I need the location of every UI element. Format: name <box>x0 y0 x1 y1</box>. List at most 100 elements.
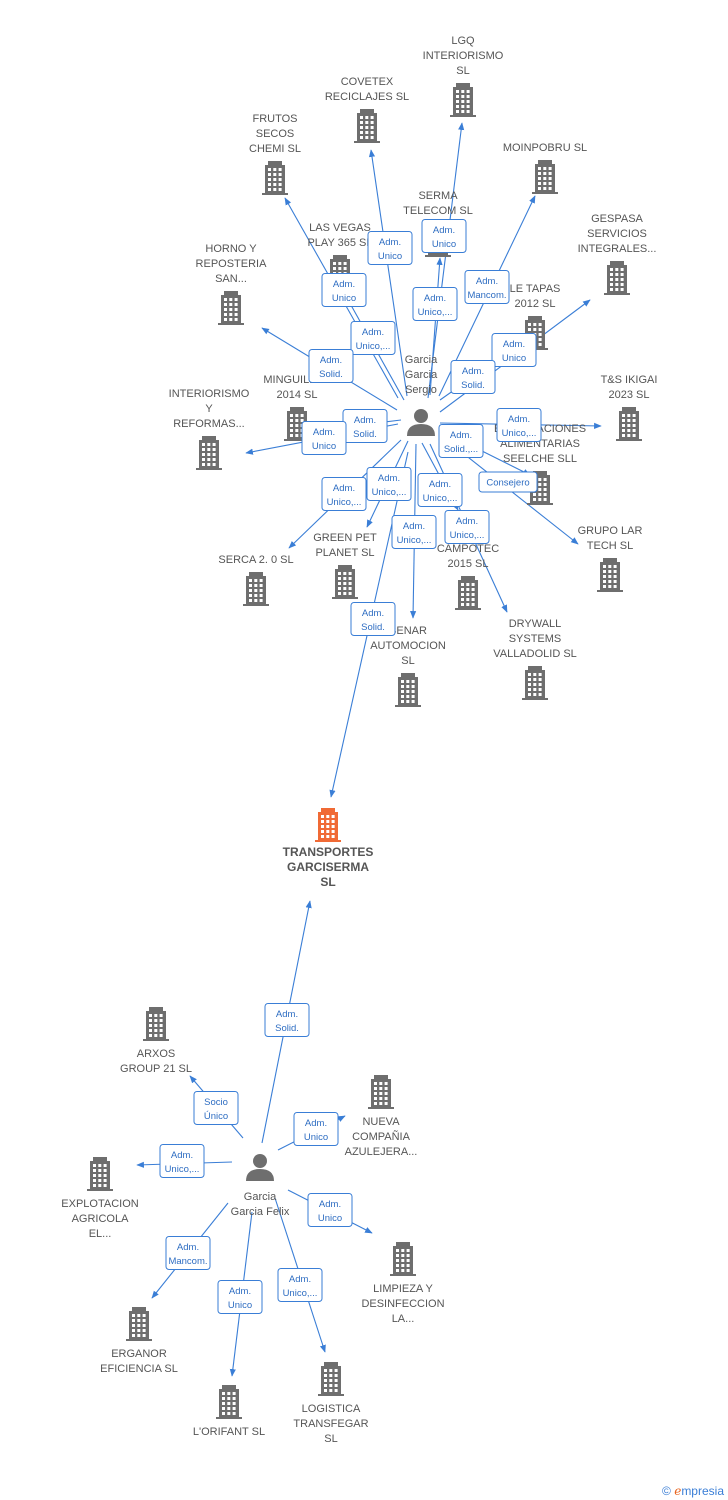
role-badge[interactable]: Adm. Unico,... <box>366 467 412 501</box>
node-label: SECOS <box>256 128 295 140</box>
node-label: LOGISTICA <box>302 1403 361 1415</box>
role-badge[interactable]: Adm.Unico <box>367 231 413 265</box>
company-node-explotacion[interactable]: EXPLOTACIONAGRICOLAEL... <box>61 1157 139 1240</box>
edge-p1-covetex <box>368 149 408 397</box>
role-badge[interactable]: Adm.Solid. <box>350 602 396 636</box>
role-badge-box <box>491 333 537 367</box>
node-label: GROUP 21 SL <box>120 1063 192 1075</box>
node-label: ARXOS <box>137 1048 176 1060</box>
role-badge-text: Adm. <box>313 427 335 438</box>
role-badge[interactable]: Adm.Unico,... <box>444 510 490 544</box>
role-badge-text: Adm. <box>319 1199 341 1210</box>
role-badge[interactable]: Adm.Unico,... <box>350 321 396 355</box>
company-building-icon <box>597 558 623 592</box>
role-badge-text: Solid. <box>353 429 377 440</box>
role-badge-text: Adm. <box>476 276 498 287</box>
role-badge-text: Adm. <box>305 1118 327 1129</box>
role-badge[interactable]: Adm.Unico <box>421 219 467 253</box>
role-badge-box <box>478 471 538 493</box>
role-badge[interactable]: Adm.Solid. <box>308 349 354 383</box>
company-building-icon <box>126 1307 152 1341</box>
node-label: SERCA 2. 0 SL <box>218 554 293 566</box>
role-badge[interactable]: Adm.Unico,... <box>159 1144 205 1178</box>
role-badge[interactable]: Adm. Solid. <box>342 409 388 443</box>
node-label: Garcia <box>244 1191 277 1203</box>
role-badge[interactable]: Adm.Unico <box>307 1193 353 1227</box>
company-node-interiorismo[interactable]: INTERIORISMOYREFORMAS... <box>169 388 250 470</box>
role-badge-text: Adm. <box>171 1150 193 1161</box>
role-badge[interactable]: Consejero <box>478 471 538 493</box>
node-label: EFICIENCIA SL <box>100 1363 178 1375</box>
role-badge[interactable]: Adm.Unico,... <box>412 287 458 321</box>
role-badge-text: Unico,... <box>372 487 407 498</box>
company-node-horno[interactable]: HORNO YREPOSTERIASAN... <box>196 243 268 325</box>
role-badge-text: Unico,... <box>356 341 391 352</box>
node-label: MOINPOBRU SL <box>503 142 587 154</box>
role-badge[interactable]: Adm.Unico,... <box>417 473 463 507</box>
role-badge-box <box>366 467 412 501</box>
node-label: TRANSFEGAR <box>293 1418 368 1430</box>
node-label: Garcia Felix <box>231 1206 290 1218</box>
role-badge[interactable]: Adm.Solid. <box>264 1003 310 1037</box>
node-label: 2023 SL <box>609 389 650 401</box>
role-badge-box <box>391 515 437 549</box>
role-badge[interactable]: Adm.Unico <box>321 273 367 307</box>
role-badge-text: Socio <box>204 1097 228 1108</box>
role-badge[interactable]: Adm.Solid. <box>450 360 496 394</box>
role-badge-text: Adm. <box>378 473 400 484</box>
role-badge[interactable]: Adm.Unico,... <box>391 515 437 549</box>
role-badge[interactable]: Adm.Unico,... <box>321 477 367 511</box>
role-badge-box <box>217 1280 263 1314</box>
role-badge-text: Adm. <box>433 225 455 236</box>
role-badge[interactable]: Adm.Unico <box>301 421 347 455</box>
role-badge-text: Solid. <box>461 380 485 391</box>
role-badge[interactable]: Adm.Mancom. <box>165 1236 211 1270</box>
company-node-lorifant[interactable]: L'ORIFANT SL <box>193 1385 265 1438</box>
role-badge-text: Adm. <box>354 415 376 426</box>
role-badge[interactable]: Adm.Unico <box>217 1280 263 1314</box>
role-badge[interactable]: Adm.Mancom. <box>464 270 510 304</box>
node-label: INTERIORISMO <box>423 50 504 62</box>
role-badge[interactable]: Adm.Unico <box>491 333 537 367</box>
role-badge[interactable]: Adm.Unico <box>293 1112 339 1146</box>
node-label: COVETEX <box>341 76 394 88</box>
node-label: VALLADOLID SL <box>493 648 577 660</box>
role-badge[interactable]: Adm.Unico,... <box>277 1268 323 1302</box>
footer-brand[interactable]: © empresia <box>662 1484 724 1498</box>
role-badge[interactable]: Adm.Solid.,... <box>438 424 484 458</box>
company-node-arxos[interactable]: ARXOS GROUP 21 SL <box>120 1007 192 1075</box>
node-label: SENAR <box>389 625 427 637</box>
company-node-limpieza[interactable]: LIMPIEZA YDESINFECCIONLA... <box>361 1242 445 1325</box>
company-node-gespasa[interactable]: GESPASASERVICIOSINTEGRALES... <box>578 213 657 295</box>
company-building-icon <box>262 161 288 195</box>
company-node-erganor[interactable]: ERGANOR EFICIENCIA SL <box>100 1307 178 1375</box>
company-node-nueva[interactable]: NUEVACOMPAÑIAAZULEJERA... <box>345 1075 418 1158</box>
role-badge-box <box>417 473 463 507</box>
node-label: INTERIORISMO <box>169 388 250 400</box>
highlighted-company-building-icon <box>315 808 341 842</box>
company-node-moinpobru[interactable]: MOINPOBRU SL <box>503 142 587 194</box>
node-label: EXPLOTACION <box>61 1198 138 1210</box>
node-label: ERGANOR <box>111 1348 167 1360</box>
company-building-icon <box>616 407 642 441</box>
role-badge[interactable]: Adm.Unico,... <box>496 408 542 442</box>
company-node-serca[interactable]: SERCA 2. 0 SL <box>218 554 294 606</box>
node-label: CHEMI SL <box>249 143 301 155</box>
node-label: DESINFECCION <box>361 1298 444 1310</box>
node-label: GESPASA <box>591 213 643 225</box>
